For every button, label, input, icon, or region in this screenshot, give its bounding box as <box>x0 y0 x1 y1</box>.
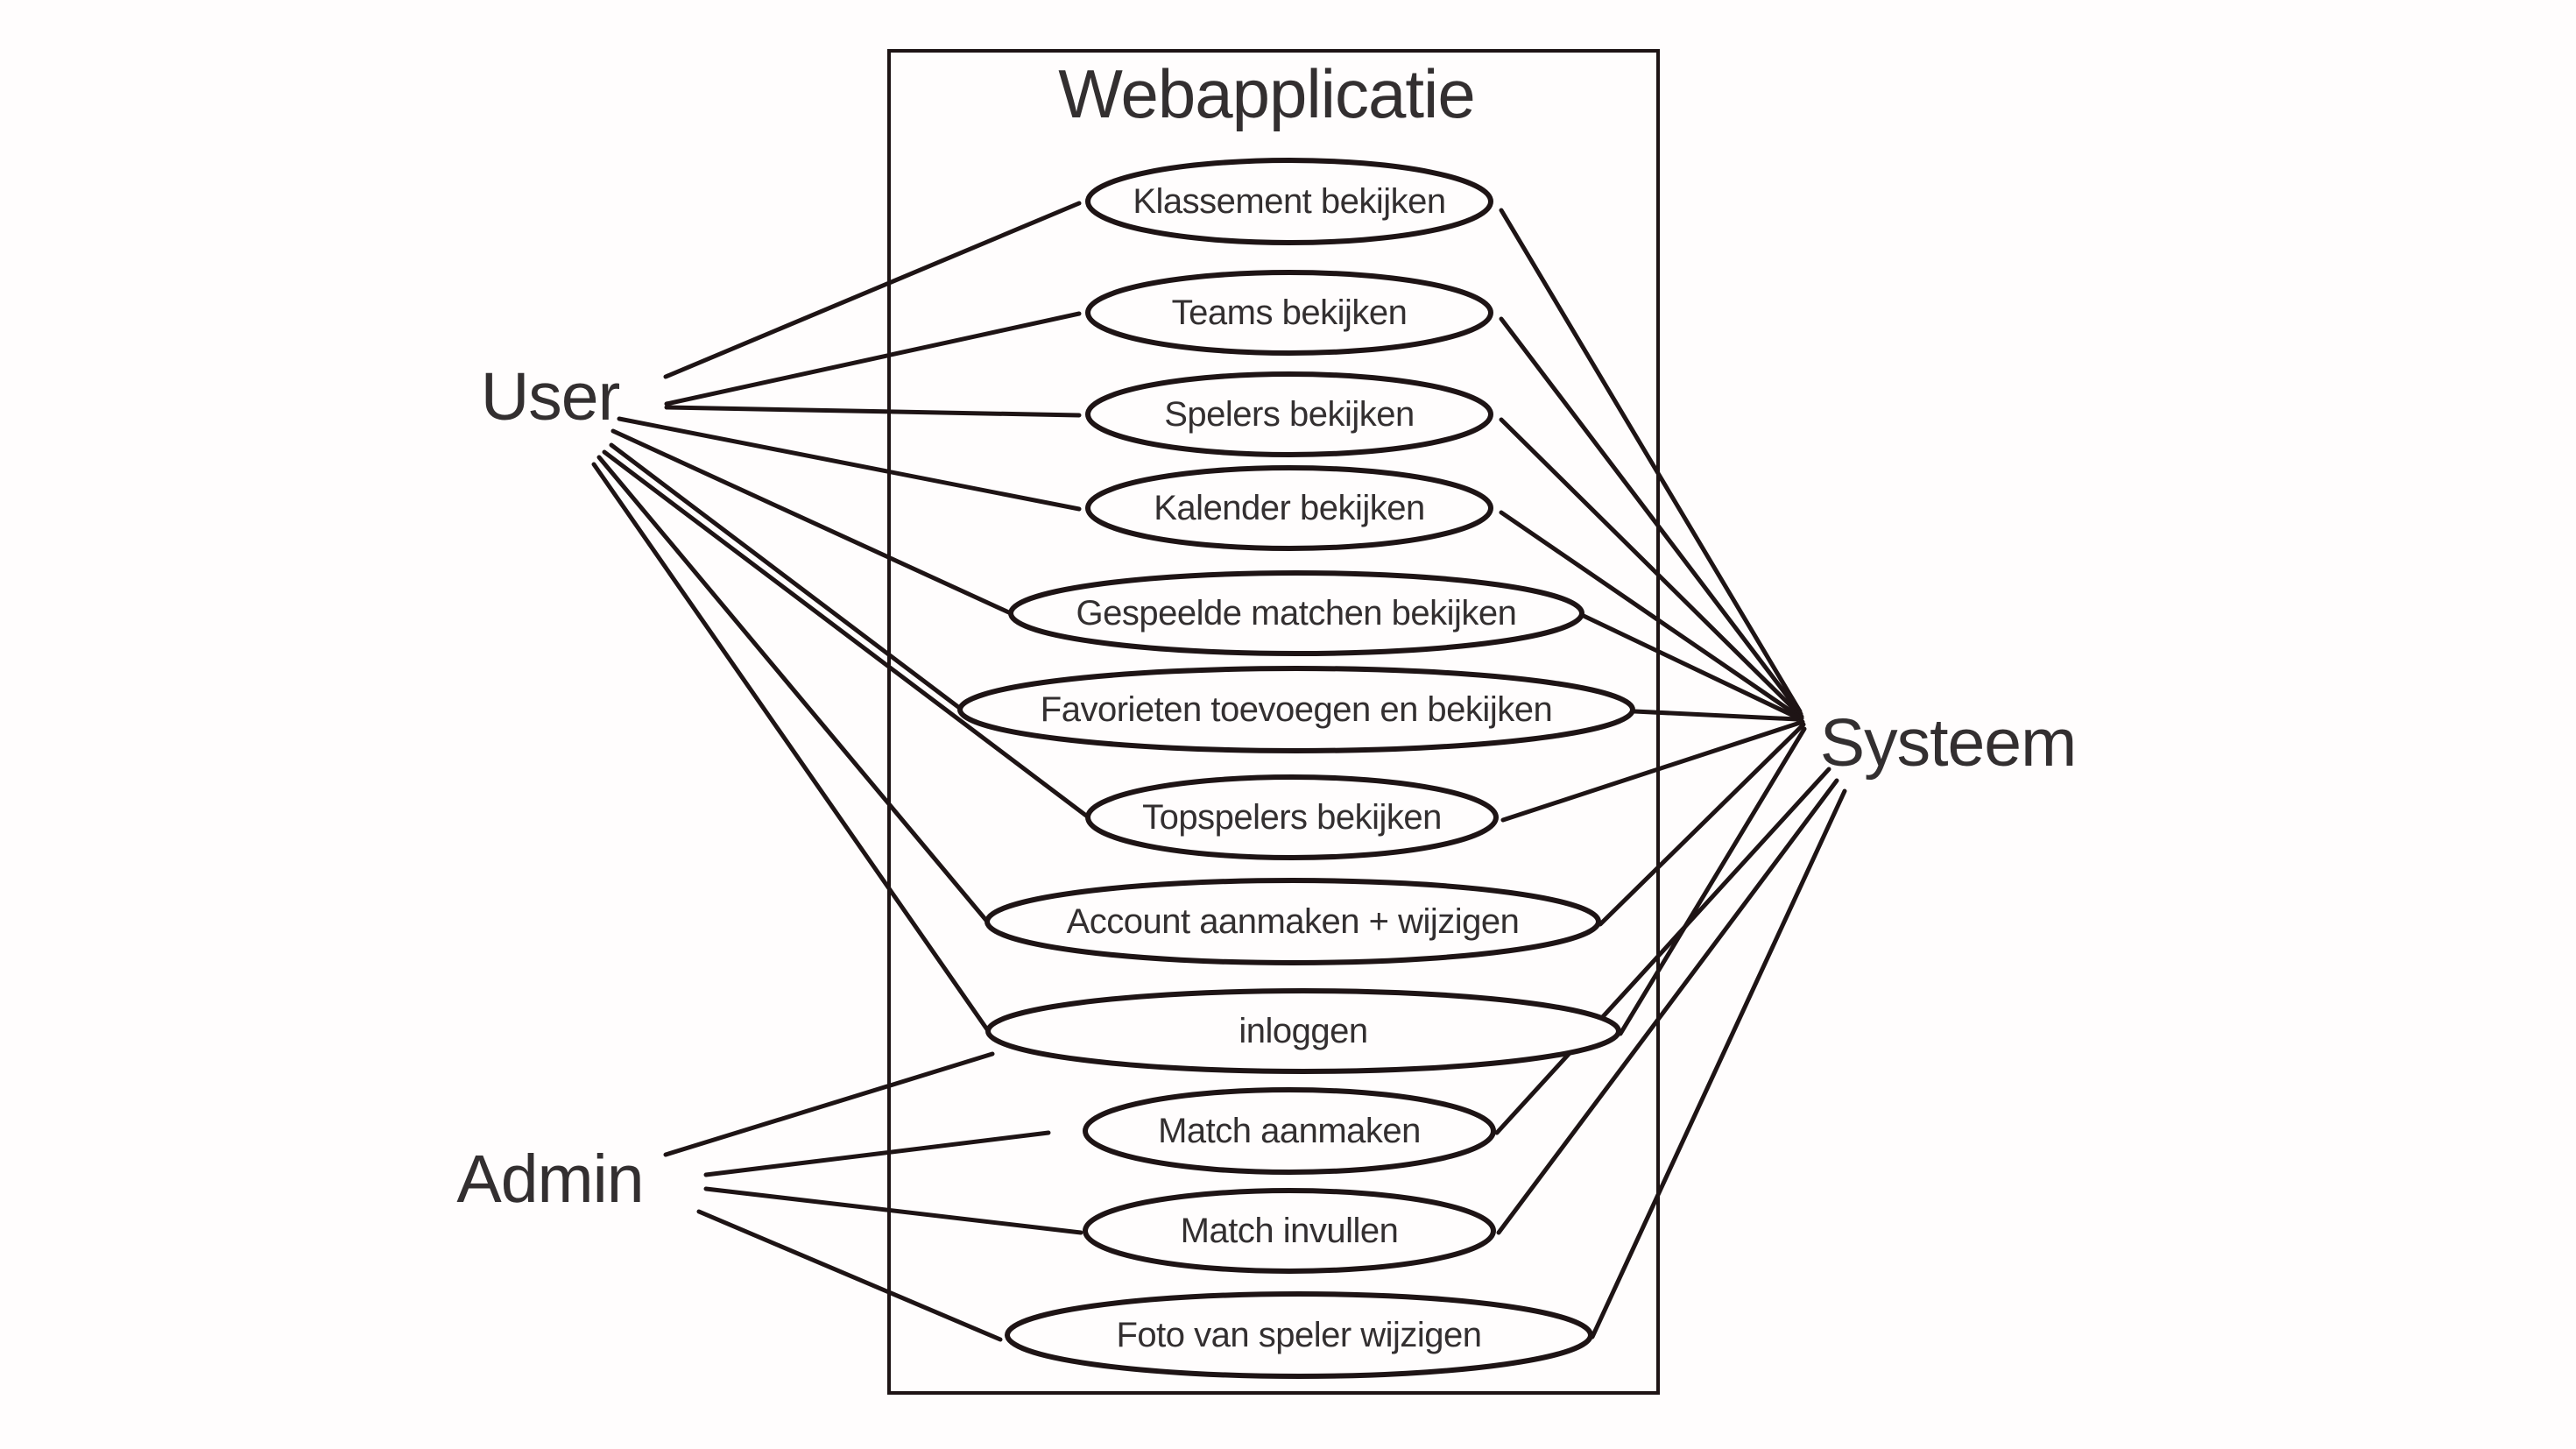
use-case-label-match-invullen: Match invullen <box>1181 1212 1399 1250</box>
association-line-match-aanmaken-systeem <box>1494 767 1831 1135</box>
association-line-spelers-bekijken-systeem <box>1499 417 1804 719</box>
association-line-foto-van-speler-wijzigen-systeem <box>1590 788 1847 1339</box>
use-case-match-invullen: Match invullen <box>1083 1188 1496 1274</box>
association-line-gespeelde-matchen-bekijken-systeem <box>1581 613 1803 722</box>
use-case-teams-bekijken: Teams bekijken <box>1085 270 1493 356</box>
association-line-klassement-bekijken-systeem <box>1499 208 1803 714</box>
use-case-ellipse-match-invullen <box>1083 1188 1496 1274</box>
use-case-ellipse-favorieten-toevoegen-en-bekijken <box>957 666 1635 753</box>
use-case-ellipse-foto-van-speler-wijzigen <box>1005 1291 1593 1379</box>
association-line-admin-match-invullen <box>703 1186 1083 1235</box>
use-case-label-kalender-bekijken: Kalender bekijken <box>1154 489 1425 527</box>
association-line-account-aanmaken-wijzigen-systeem <box>1598 722 1806 927</box>
association-line-match-invullen-systeem <box>1496 778 1839 1235</box>
use-case-ellipse-spelers-bekijken <box>1085 371 1493 457</box>
association-line-admin-foto-van-speler-wijzigen <box>696 1209 1003 1342</box>
use-case-ellipse-account-aanmaken-wijzigen <box>985 878 1601 965</box>
use-case-ellipse-topspelers-bekijken <box>1085 774 1499 860</box>
use-case-label-match-aanmaken: Match aanmaken <box>1158 1112 1421 1150</box>
use-case-label-foto-van-speler-wijzigen: Foto van speler wijzigen <box>1116 1316 1481 1354</box>
use-case-kalender-bekijken: Kalender bekijken <box>1085 465 1493 551</box>
system-boundary-box <box>887 49 1660 1395</box>
use-case-match-aanmaken: Match aanmaken <box>1083 1087 1496 1175</box>
association-line-topspelers-bekijken-systeem <box>1500 719 1805 823</box>
use-case-favorieten-toevoegen-en-bekijken: Favorieten toevoegen en bekijken <box>957 666 1635 753</box>
association-line-user-teams-bekijken <box>664 311 1082 406</box>
use-case-label-account-aanmaken-wijzigen: Account aanmaken + wijzigen <box>1067 902 1520 941</box>
use-case-label-inloggen: inloggen <box>1239 1012 1367 1050</box>
use-case-label-gespeelde-matchen-bekijken: Gespeelde matchen bekijken <box>1076 594 1517 633</box>
association-line-admin-inloggen <box>663 1051 995 1157</box>
association-line-user-spelers-bekijken <box>664 405 1082 418</box>
association-line-admin-match-aanmaken <box>703 1130 1051 1177</box>
actor-label-systeem: Systeem <box>1820 705 2077 781</box>
use-case-account-aanmaken-wijzigen: Account aanmaken + wijzigen <box>985 878 1601 965</box>
use-case-label-spelers-bekijken: Spelers bekijken <box>1164 395 1415 434</box>
use-case-foto-van-speler-wijzigen: Foto van speler wijzigen <box>1005 1291 1593 1379</box>
association-line-user-topspelers-bekijken <box>602 449 1092 821</box>
use-case-label-klassement-bekijken: Klassement bekijken <box>1133 182 1445 221</box>
association-line-inloggen-systeem <box>1618 726 1807 1036</box>
association-line-kalender-bekijken-systeem <box>1499 510 1804 721</box>
use-case-label-favorieten-toevoegen-en-bekijken: Favorieten toevoegen en bekijken <box>1041 690 1552 729</box>
use-case-ellipse-klassement-bekijken <box>1085 158 1493 245</box>
association-line-user-favorieten-toevoegen-en-bekijken <box>609 442 964 712</box>
use-case-inloggen: inloggen <box>985 988 1621 1074</box>
use-case-ellipse-teams-bekijken <box>1085 270 1493 356</box>
use-case-klassement-bekijken: Klassement bekijken <box>1085 158 1493 245</box>
association-line-user-kalender-bekijken <box>617 416 1082 512</box>
association-line-user-inloggen <box>591 462 992 1035</box>
use-case-label-teams-bekijken: Teams bekijken <box>1172 293 1408 332</box>
use-case-gespeelde-matchen-bekijken: Gespeelde matchen bekijken <box>1008 570 1584 656</box>
use-case-topspelers-bekijken: Topspelers bekijken <box>1085 774 1499 860</box>
association-line-user-account-aanmaken-wijzigen <box>596 455 991 925</box>
use-case-ellipse-kalender-bekijken <box>1085 465 1493 551</box>
use-case-spelers-bekijken: Spelers bekijken <box>1085 371 1493 457</box>
association-line-favorieten-toevoegen-en-bekijken-systeem <box>1632 709 1800 722</box>
use-case-ellipse-inloggen <box>985 988 1621 1074</box>
use-case-label-topspelers-bekijken: Topspelers bekijken <box>1142 798 1442 837</box>
system-boundary-title: Webapplicatie <box>1058 55 1475 132</box>
actor-label-user: User <box>481 359 620 435</box>
association-line-user-klassement-bekijken <box>663 201 1082 379</box>
actor-label-admin: Admin <box>456 1142 643 1217</box>
association-line-user-gespeelde-matchen-bekijken <box>610 428 1015 617</box>
use-case-ellipse-match-aanmaken <box>1083 1087 1496 1175</box>
association-line-teams-bekijken-systeem <box>1499 316 1803 717</box>
use-case-ellipse-gespeelde-matchen-bekijken <box>1008 570 1584 656</box>
